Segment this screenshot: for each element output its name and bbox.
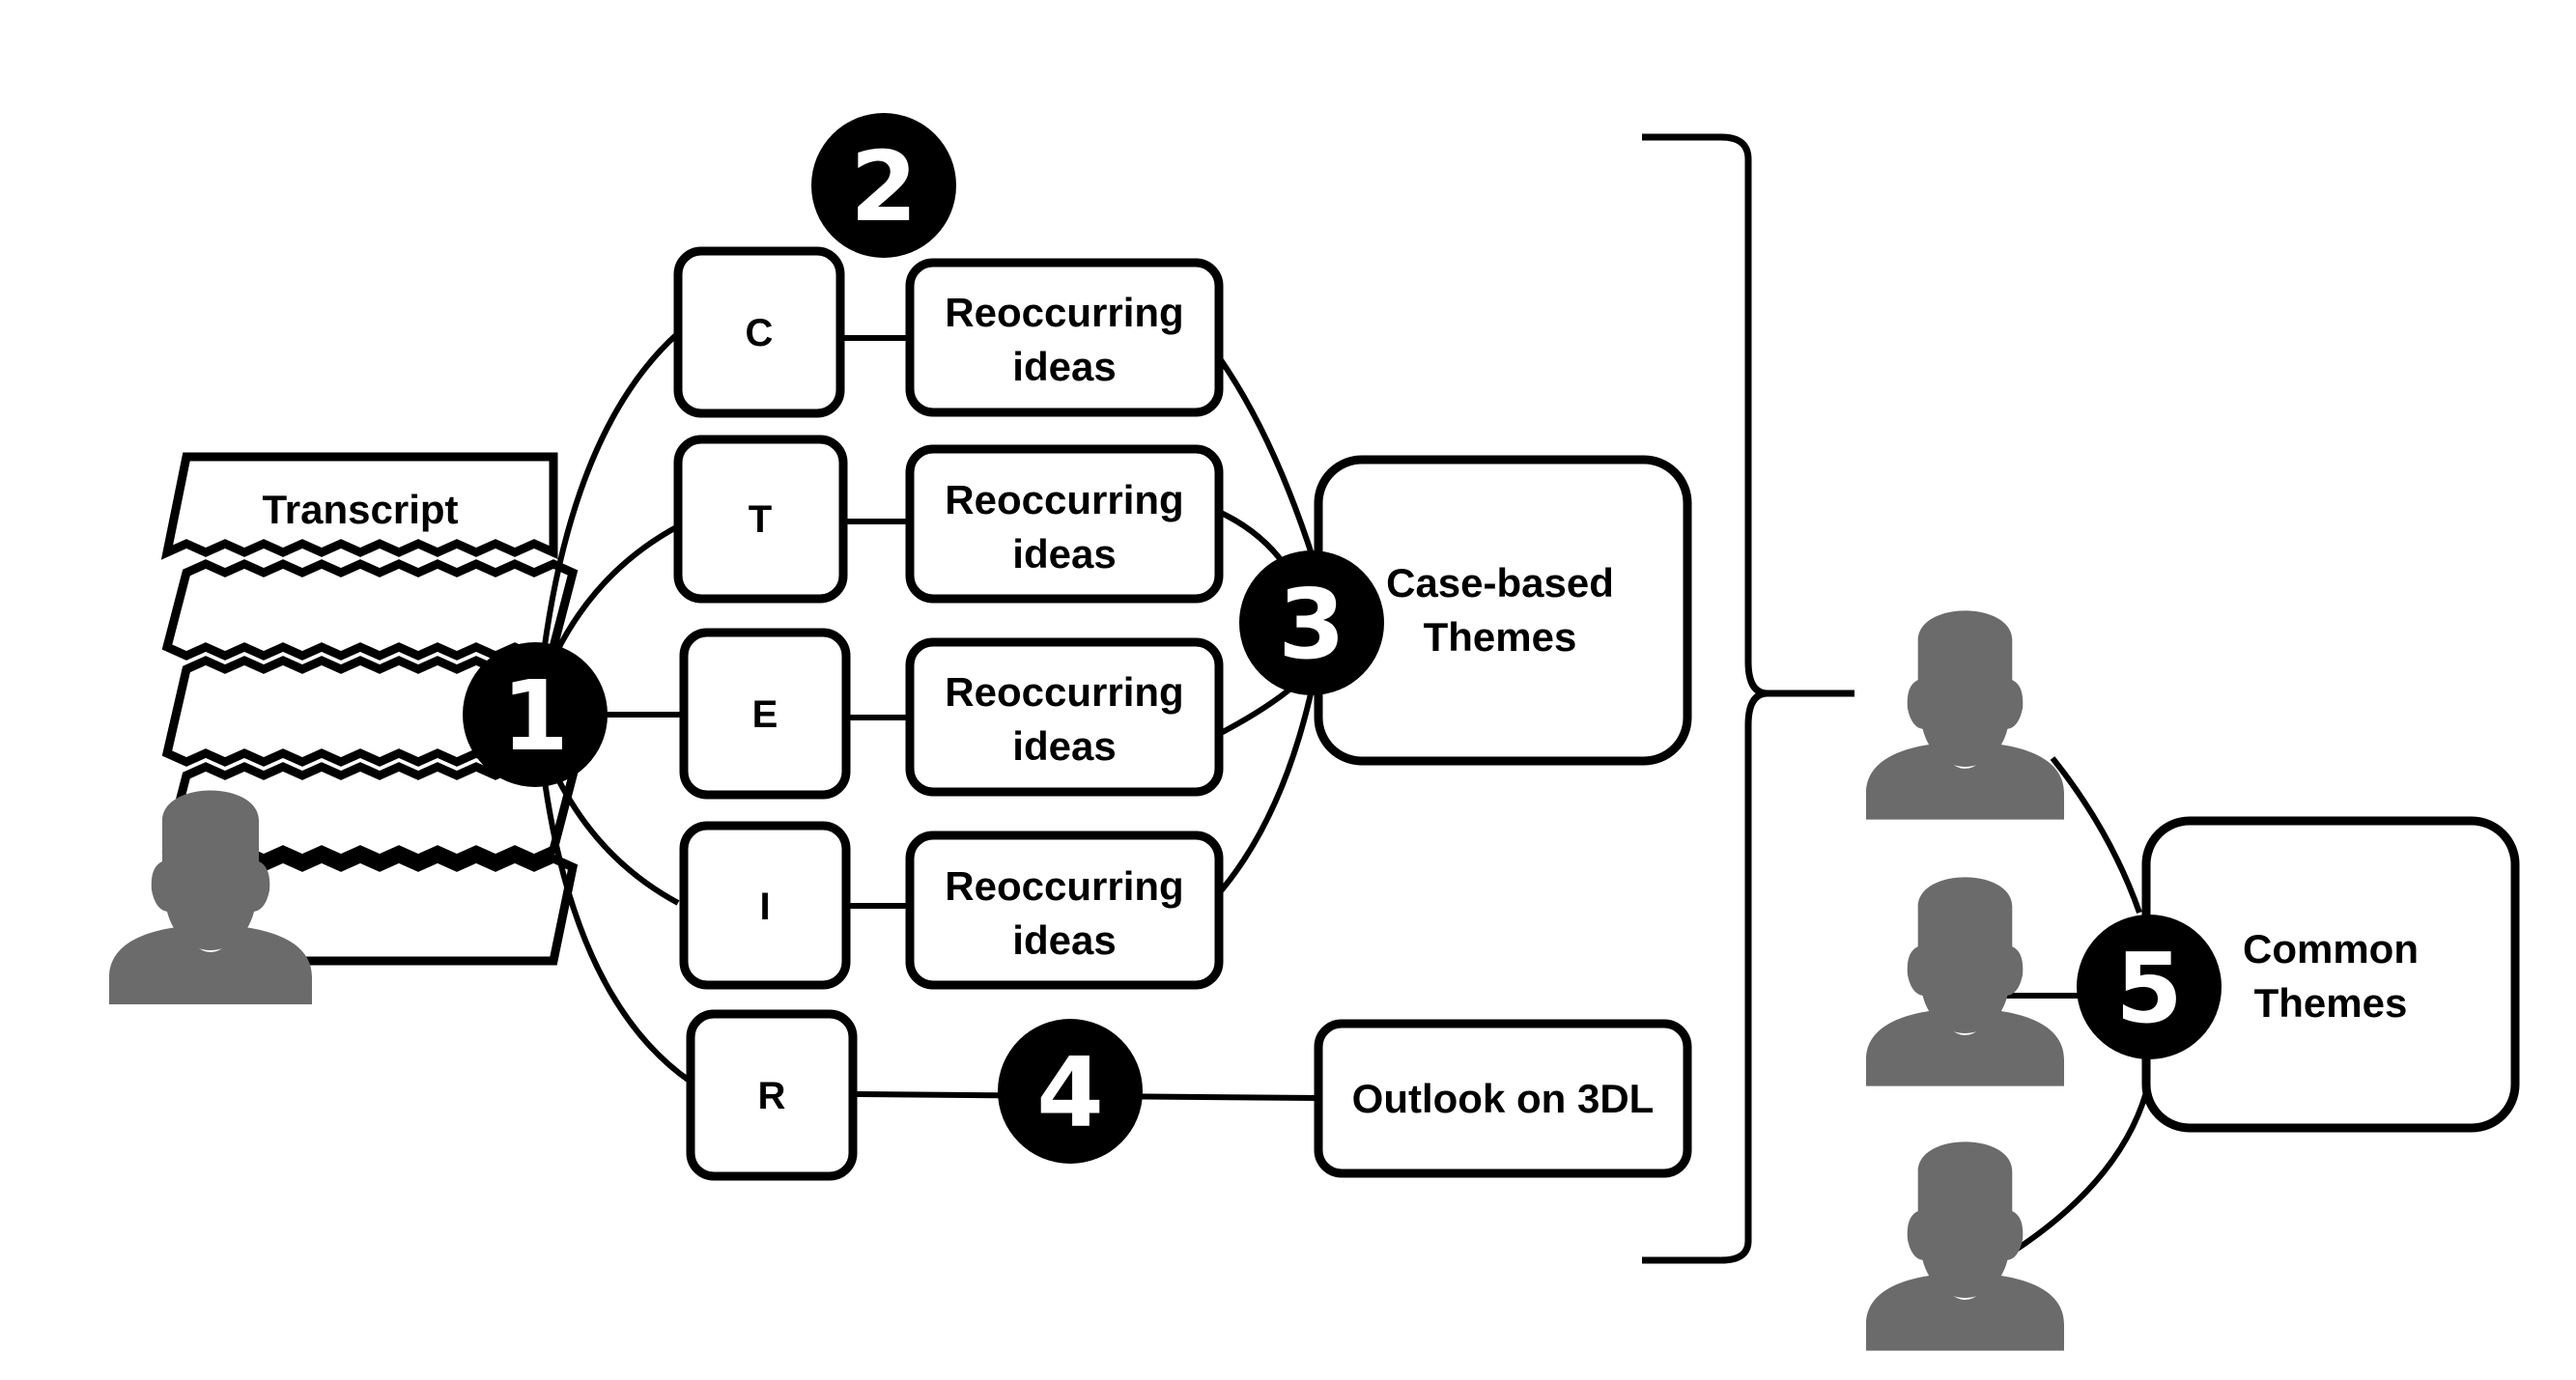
step-marker-4-label: 4 [1036, 1036, 1104, 1149]
step-marker-2 [811, 113, 956, 258]
idea-box-4-line1: Reoccurring [945, 863, 1183, 909]
step-marker-1-label: 1 [501, 660, 569, 773]
step-marker-3-label: 3 [1278, 568, 1345, 681]
category-label-i: I [759, 886, 770, 928]
category-boxes: C T E I R [673, 246, 858, 1181]
step-marker-5 [2077, 915, 2222, 1059]
link-marker1-c [536, 330, 681, 694]
idea-box-4 [905, 831, 1224, 990]
step-markers: 1 2 3 4 5 [463, 113, 2222, 1164]
step-marker-3 [1239, 550, 1384, 695]
idea-box-2-line1: Reoccurring [945, 477, 1183, 522]
case-themes-line1: Case-based [1386, 560, 1614, 606]
idea-box-3-line2: ideas [1012, 723, 1116, 769]
researcher-3-person-icon [1866, 1141, 2064, 1351]
category-label-e: E [752, 693, 778, 736]
step-marker-1 [463, 642, 608, 787]
idea-boxes: Reoccurring ideas Reoccurring ideas Reoc… [905, 258, 1224, 990]
category-label-c: C [746, 312, 774, 354]
idea-box-1-line2: ideas [1012, 344, 1116, 389]
step-marker-5-label: 5 [2115, 932, 2183, 1045]
step-marker-2-label: 2 [850, 130, 918, 243]
transcript-label: Transcript [262, 487, 458, 532]
grouping-bracket [1642, 133, 1854, 1264]
category-label-t: T [749, 498, 772, 541]
category-box-t [673, 435, 848, 604]
link-idea2-marker3 [1217, 509, 1288, 567]
category-box-c [673, 246, 845, 418]
common-themes-line2: Themes [2254, 980, 2408, 1026]
category-label-r: R [758, 1075, 786, 1117]
transcript-page-1 [160, 452, 558, 560]
idea-box-3 [905, 637, 1224, 797]
link-idea4-marker3 [1216, 680, 1316, 895]
idea-box-2 [905, 444, 1224, 604]
category-box-e [679, 628, 851, 800]
category-box-r [686, 1009, 858, 1181]
link-marker1-r [536, 733, 693, 1084]
transcript-page-2 [161, 559, 579, 661]
link-person3-marker5 [1997, 1081, 2152, 1263]
idea-box-3-line1: Reoccurring [945, 669, 1183, 715]
link-idea1-marker3 [1216, 355, 1316, 561]
idea-box-1 [905, 258, 1224, 417]
common-themes-line1: Common [2243, 926, 2419, 972]
case-themes-line2: Themes [1424, 614, 1577, 660]
researcher-2-person-icon [1866, 877, 2064, 1086]
link-person1-marker5 [2050, 756, 2142, 914]
idea-box-2-line2: ideas [1012, 531, 1116, 577]
outlook-label: Outlook on 3DL [1352, 1076, 1655, 1121]
idea-box-1-line1: Reoccurring [945, 290, 1183, 335]
idea-box-4-line2: ideas [1012, 917, 1116, 963]
transcript-page-4 [161, 762, 579, 863]
link-idea3-marker3 [1217, 683, 1296, 737]
category-box-i [679, 821, 851, 990]
step-marker-4 [998, 1019, 1143, 1164]
researcher-1-person-icon [1866, 610, 2064, 820]
outlook-box [1314, 1019, 1692, 1178]
